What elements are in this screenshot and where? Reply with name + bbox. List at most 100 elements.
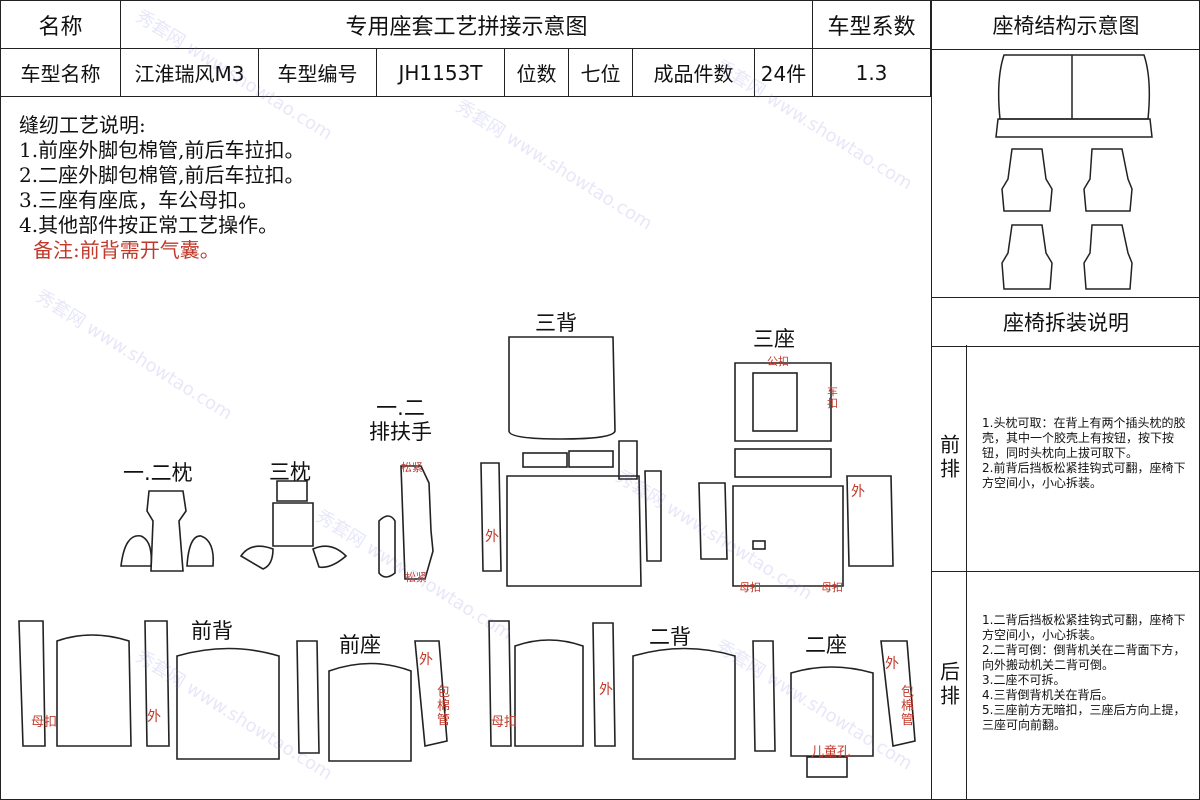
second-back-right-side <box>592 622 616 747</box>
mark-pipe: 包 棉 管 <box>901 685 915 728</box>
bench-back <box>997 54 1151 120</box>
label-front-seat: 前座 <box>339 633 381 657</box>
pillow12-left-piece <box>120 535 153 567</box>
model-code: JH1153T <box>398 60 483 85</box>
front-row-label: 前排 <box>932 345 967 571</box>
third-back-right-side <box>644 470 662 562</box>
third-seat-window <box>752 372 798 432</box>
pieces-value: 24件 <box>760 62 807 86</box>
third-seat-left-side <box>698 482 728 560</box>
mark-pipe: 包 棉 管 <box>437 685 451 728</box>
label-second-seat: 二座 <box>805 633 847 657</box>
model-code-label-cell: 车型编号 <box>259 49 377 97</box>
sewing-notes: 缝纫工艺说明: 1.前座外脚包棉管,前后车拉扣。 2.二座外脚包棉管,前后车拉扣… <box>19 113 304 263</box>
mark-elastic: 松紧 <box>401 461 423 474</box>
coefficient-value: 1.3 <box>855 60 888 85</box>
rear-row-text: 1.二背后挡板松紧挂钩式可翻，座椅下方空间小，小心拆装。 2.二背可倒：倒背机关… <box>982 613 1186 732</box>
mark-child-hole: 儿童孔 <box>811 745 851 760</box>
second-seat-main <box>790 666 874 757</box>
label-pillow12: 一.二枕 <box>123 461 193 485</box>
armrest-left <box>378 515 396 578</box>
mark-outer: 外 <box>485 529 499 545</box>
disassembly-title: 座椅拆装说明 <box>932 297 1200 347</box>
second-left-seat <box>1001 224 1053 290</box>
coefficient-label-cell: 车型系数 <box>813 1 931 49</box>
label-front-back: 前背 <box>191 619 233 643</box>
mark-female-button: 母扣 <box>739 581 761 594</box>
mark-car-buckle: 车 扣 <box>827 385 838 410</box>
front-back-main <box>56 634 132 747</box>
mark-male-button: 公扣 <box>767 355 789 368</box>
second-back-main <box>514 639 584 747</box>
label-armrest: 一.二 排扶手 <box>369 396 432 444</box>
third-seat-right-side <box>846 475 894 567</box>
structure-title: 座椅结构示意图 <box>932 1 1200 50</box>
pillow3-right <box>312 545 348 569</box>
second-seat-right-side <box>880 640 916 747</box>
pieces-label-cell: 成品件数 <box>633 49 755 97</box>
pattern-drawings <box>18 336 916 778</box>
second-right-seat <box>1083 224 1133 290</box>
mark-female-button: 母扣 <box>491 715 518 730</box>
coefficient-label: 车型系数 <box>827 14 916 40</box>
right-panel: 座椅结构示意图 座椅拆装说明 前排 1.头枕可取：在背上有两个插头枕的胶壳，其中… <box>931 1 1200 799</box>
model-name: 江淮瑞风M3 <box>134 62 245 86</box>
second-back-panel <box>632 647 736 760</box>
front-row-text: 1.头枕可取：在背上有两个插头枕的胶壳，其中一个胶壳上有按钮，按下按钮，同时头枕… <box>982 416 1186 490</box>
page-title: 专用座套工艺拼接示意图 <box>345 14 588 40</box>
notes-title: 缝纫工艺说明: <box>19 113 146 137</box>
seats-label: 位数 <box>516 62 557 86</box>
front-seat-main <box>328 662 412 762</box>
front-back-panel <box>176 647 280 760</box>
third-back-panel <box>508 336 616 440</box>
front-back-right-side <box>144 620 170 747</box>
second-seat-left-side <box>752 640 776 752</box>
notes-item: 3.三座有座底，车公母扣。 <box>19 188 259 212</box>
second-back-left-side <box>488 620 512 747</box>
mark-female-button: 母扣 <box>821 581 843 594</box>
seat-structure-drawing <box>995 54 1153 290</box>
mark-outer: 外 <box>599 682 613 698</box>
pillow12-center-piece <box>146 490 187 572</box>
model-name-cell: 江淮瑞风M3 <box>121 49 259 97</box>
label-third-seat: 三座 <box>753 327 795 351</box>
model-code-cell: JH1153T <box>377 49 505 97</box>
mark-elastic: 松紧 <box>405 571 427 584</box>
name-label: 名称 <box>38 14 83 40</box>
front-seat-right-side <box>414 640 448 747</box>
seats-label-cell: 位数 <box>505 49 569 97</box>
third-back-lower <box>506 475 642 587</box>
mark-outer: 外 <box>851 484 865 500</box>
label-pillow3: 三枕 <box>269 460 311 484</box>
model-name-label-cell: 车型名称 <box>1 49 121 97</box>
third-back-strip-right <box>568 450 614 468</box>
name-label-cell: 名称 <box>1 1 121 49</box>
mark-outer: 外 <box>419 652 433 668</box>
third-back-strip-left <box>522 452 568 468</box>
third-seat-button <box>752 540 766 550</box>
seats-cell: 七位 <box>569 49 633 97</box>
pillow3-top <box>276 480 308 502</box>
seats-value: 七位 <box>580 62 621 86</box>
third-back-tab <box>618 440 638 480</box>
third-seat-strip <box>734 448 832 478</box>
label-second-back: 二背 <box>649 625 691 649</box>
front-left-seat <box>1001 148 1053 212</box>
third-seat-bottom <box>732 485 844 587</box>
rear-row-label: 后排 <box>932 571 967 799</box>
pieces-cell: 24件 <box>755 49 813 97</box>
mark-female-button: 母扣 <box>31 715 58 730</box>
front-right-seat <box>1083 148 1133 212</box>
mark-outer: 外 <box>147 709 161 725</box>
notes-item: 4.其他部件按正常工艺操作。 <box>19 213 279 237</box>
pillow3-center <box>272 502 314 547</box>
front-back-left-side <box>18 620 46 747</box>
pieces-label: 成品件数 <box>653 62 734 86</box>
third-back-outer-side <box>480 462 502 572</box>
notes-item: 2.二座外脚包棉管,前后车拉扣。 <box>19 163 305 187</box>
bench-base <box>995 118 1153 138</box>
rear-divider <box>932 571 1200 572</box>
model-code-label: 车型编号 <box>277 62 358 86</box>
model-name-label: 车型名称 <box>20 62 101 86</box>
